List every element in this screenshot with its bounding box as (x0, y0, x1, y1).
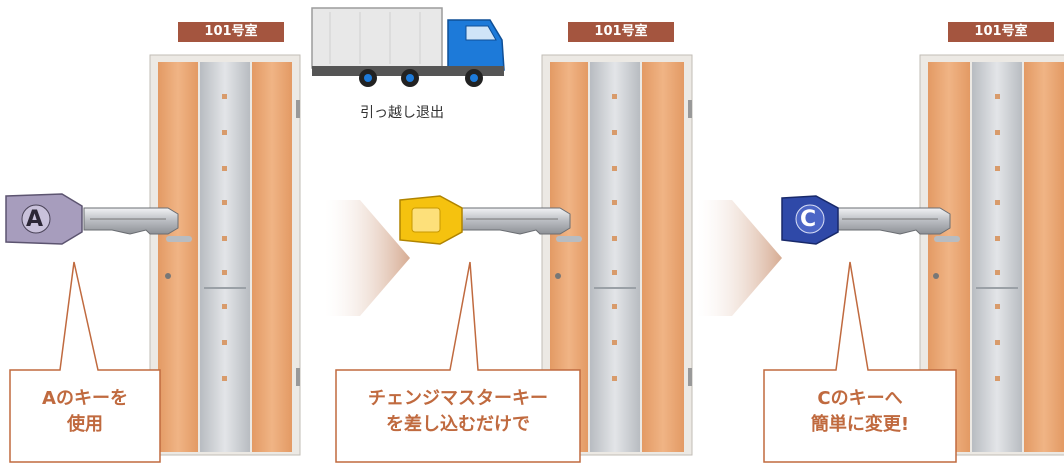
callout-3-line-2: 簡単に変更! (810, 414, 910, 435)
callout-2-text: チェンジマスターキー を差し込むだけで (338, 386, 578, 438)
callout-3-text: Cのキーへ 簡単に変更! (766, 386, 954, 438)
callout-2-line-2: を差し込むだけで (386, 414, 530, 435)
callout-1-line-1: Aのキーを (42, 388, 128, 409)
arrow-icon-1 (325, 200, 410, 316)
callout-1-text: Aのキーを 使用 (12, 386, 158, 438)
callout-3-line-1: Cのキーへ (817, 388, 903, 409)
door-3 (919, 54, 1064, 456)
key-c-icon (781, 195, 951, 245)
callout-2-line-1: チェンジマスターキー (368, 388, 548, 409)
truck-caption: 引っ越し退出 (360, 105, 444, 121)
key-c-letter: C (800, 207, 817, 232)
callout-3 (763, 261, 957, 463)
room-label-1: 101号室 (178, 22, 284, 42)
callout-1-line-2: 使用 (67, 414, 103, 435)
truck-icon (311, 7, 505, 87)
master-key-icon (399, 195, 571, 245)
door-1 (149, 54, 301, 456)
room-label-2: 101号室 (568, 22, 674, 42)
callout-2 (335, 261, 581, 463)
key-a-letter: A (26, 207, 44, 232)
room-label-3: 101号室 (948, 22, 1054, 42)
door-2 (541, 54, 693, 456)
callout-1 (9, 261, 161, 463)
key-a-icon (5, 193, 179, 245)
arrow-icon-2 (697, 200, 782, 316)
